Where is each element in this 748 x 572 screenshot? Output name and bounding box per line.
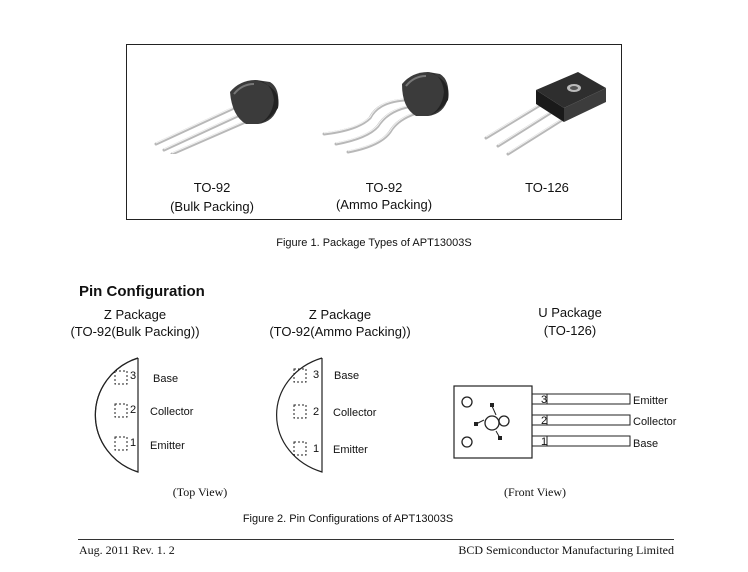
package-name-to92-bulk: TO-92	[193, 180, 231, 195]
z-ammo-pin2-name: Collector	[333, 407, 377, 419]
u-package-subtitle: (TO-126)	[543, 323, 597, 338]
z-bulk-subtitle: (TO-92(Bulk Packing))	[70, 324, 200, 339]
z-bulk-pin-diagram	[94, 357, 139, 473]
z-bulk-pin1-number: 1	[130, 437, 137, 449]
z-bulk-pin2-name: Collector	[150, 406, 194, 418]
u-pin3-number: 3	[541, 394, 548, 406]
pin-configuration-heading: Pin Configuration	[79, 283, 205, 300]
to126-transistor-icon	[484, 72, 606, 156]
top-view-label: (Top View)	[172, 485, 228, 499]
z-ammo-pin3-name: Base	[334, 370, 360, 382]
u-pin2-name: Collector	[633, 416, 677, 428]
front-view-label: (Front View)	[503, 485, 567, 499]
figure2-caption: Figure 2. Pin Configurations of APT13003…	[242, 513, 454, 525]
z-ammo-subtitle: (TO-92(Ammo Packing))	[269, 324, 411, 339]
z-bulk-pin1-name: Emitter	[150, 440, 185, 452]
z-ammo-title: Z Package	[308, 307, 372, 322]
z-ammo-pin1-number: 1	[313, 443, 320, 455]
package-name-to92-ammo: TO-92	[365, 180, 403, 195]
to92-ammo-transistor-icon	[322, 72, 449, 154]
footer-company: BCD Semiconductor Manufacturing Limited	[458, 543, 674, 557]
package-packing-bulk: (Bulk Packing)	[170, 199, 254, 214]
z-ammo-pin2-number: 2	[313, 406, 320, 418]
z-bulk-title: Z Package	[103, 307, 167, 322]
figure1-caption: Figure 1. Package Types of APT13003S	[276, 237, 472, 249]
package-packing-ammo: (Ammo Packing)	[335, 197, 433, 212]
u-pin1-number: 1	[541, 436, 548, 448]
z-ammo-pin3-number: 3	[313, 369, 320, 381]
footer-revision: Aug. 2011 Rev. 1. 2	[79, 543, 175, 557]
u-package-title: U Package	[538, 305, 602, 320]
z-ammo-pin1-name: Emitter	[333, 444, 368, 456]
u-pin3-name: Emitter	[633, 395, 668, 407]
u-pin2-number: 2	[541, 415, 548, 427]
z-bulk-pin3-number: 3	[130, 370, 137, 382]
package-name-to126: TO-126	[525, 180, 569, 195]
u-package-pin-diagram	[453, 385, 631, 459]
z-bulk-pin2-number: 2	[130, 404, 137, 416]
package-types-frame	[126, 44, 622, 220]
z-ammo-pin-diagram	[276, 357, 323, 473]
footer-divider	[78, 539, 674, 540]
u-pin1-name: Base	[633, 438, 659, 450]
to92-bulk-transistor-icon	[154, 80, 279, 154]
z-bulk-pin3-name: Base	[153, 373, 179, 385]
